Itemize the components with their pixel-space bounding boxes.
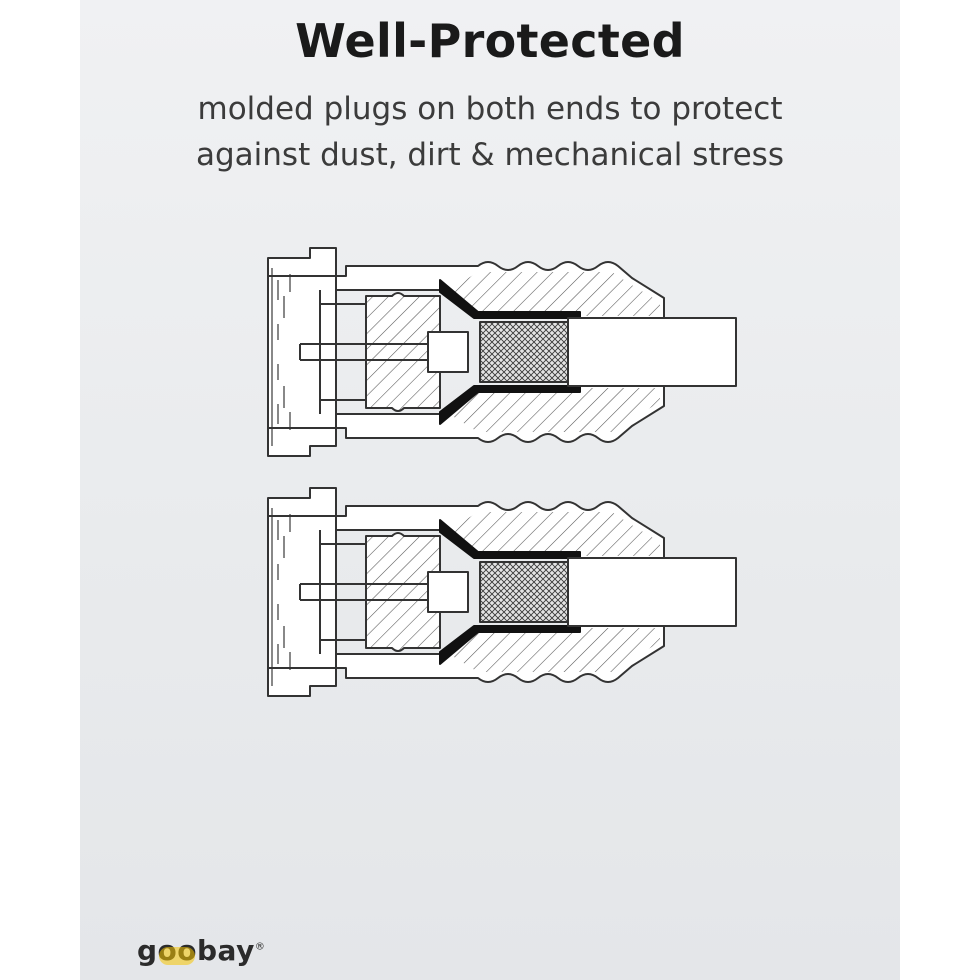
braided-shield — [479, 321, 569, 383]
lower-connector — [267, 487, 737, 697]
coupling-nut — [267, 247, 337, 457]
page-subtitle: molded plugs on both ends to protect aga… — [0, 86, 980, 178]
background-panel — [80, 0, 900, 980]
brand-accent-icon — [159, 947, 195, 965]
nut-knurl — [271, 268, 291, 446]
registered-mark: ® — [254, 941, 266, 953]
brand-logo: goobay® — [137, 934, 265, 967]
subtitle-line-2: against dust, dirt & mechanical stress — [196, 137, 784, 173]
page-title: Well-Protected — [295, 14, 685, 68]
brand-name: goobay — [137, 934, 255, 967]
contact-sleeve — [427, 331, 469, 373]
dielectric-insert — [365, 292, 441, 412]
upper-connector — [267, 247, 737, 457]
coax-cable — [567, 317, 737, 387]
subtitle-line-1: molded plugs on both ends to protect — [197, 91, 783, 127]
